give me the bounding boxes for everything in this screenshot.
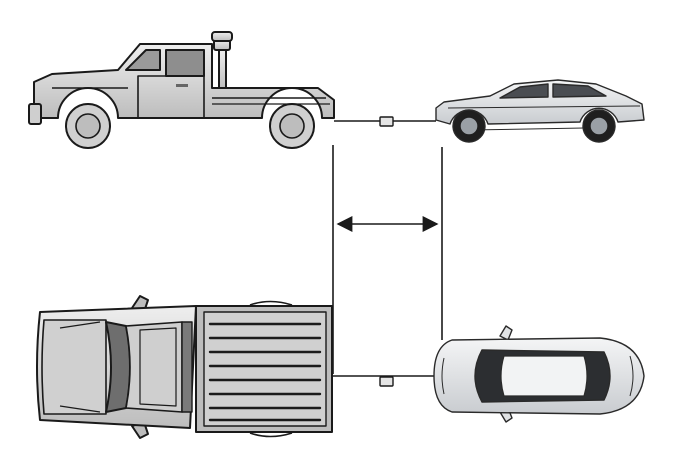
car-side-icon (435, 79, 645, 143)
car-top-icon (433, 325, 645, 423)
tow-truck-top-icon (36, 295, 333, 439)
tow-truck-side-icon (28, 31, 335, 149)
tow-connector-icon (379, 116, 394, 127)
tow-connector-icon (379, 376, 394, 387)
